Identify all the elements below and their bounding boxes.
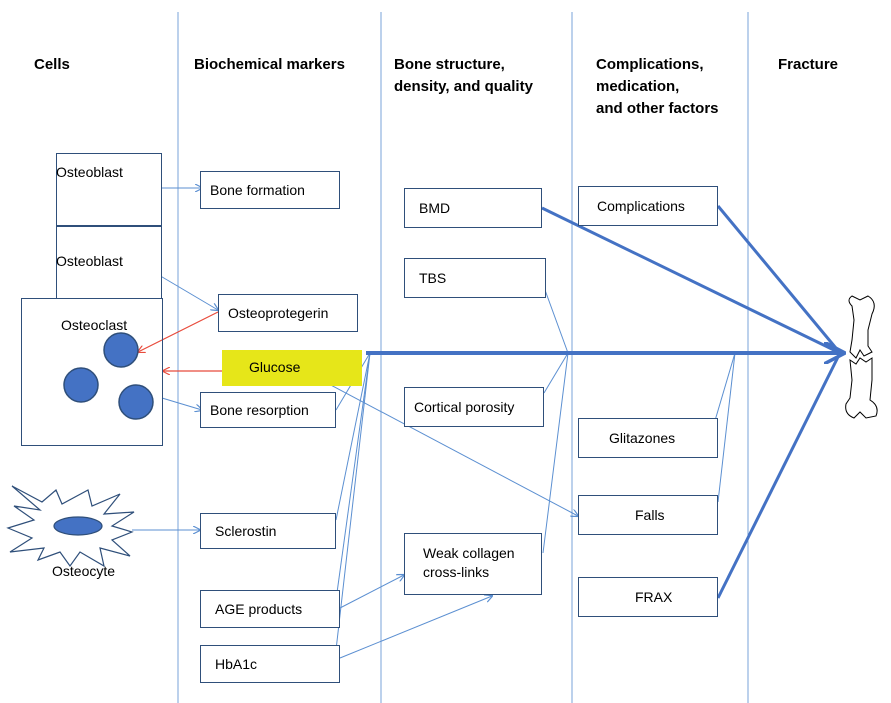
fractured-bone-icon: [845, 295, 878, 419]
falls-box: Falls: [578, 495, 718, 535]
frax-box: FRAX: [578, 577, 718, 617]
hba1c-box: HbA1c: [200, 645, 340, 683]
osteoclast-nuclei: [63, 332, 154, 420]
column-dividers: [177, 12, 749, 703]
frax-label: FRAX: [635, 589, 673, 605]
tbs-label: TBS: [419, 270, 447, 286]
nucleus-2: [63, 367, 99, 403]
osteoblast-label-2: Osteoblast: [56, 253, 123, 269]
header-complications: Complications, medication, and other fac…: [596, 56, 719, 117]
osteoclast-to-boneresorption: [161, 397, 202, 410]
hba1c-to-collagen: [339, 596, 492, 659]
collagen-to-main: [542, 352, 569, 554]
bone-resorption-label: Bone resorption: [210, 402, 309, 418]
weak-collagen-label: Weak collagen cross-links: [423, 545, 515, 580]
age-to-collagen: [339, 575, 404, 609]
osteocyte-nucleus: [53, 516, 103, 536]
osteoprotegerin-label: Osteoprotegerin: [228, 305, 329, 321]
bone-lower: [845, 357, 878, 419]
glucose-box: Glucose: [222, 350, 362, 386]
bmd-to-fracture: [541, 206, 841, 355]
cortical-to-main: [543, 352, 569, 394]
tbs-to-main: [544, 289, 569, 354]
glitazones-to-main: [713, 352, 736, 425]
glitazones-label: Glitazones: [609, 430, 676, 446]
sclerostin-label: Sclerostin: [215, 523, 277, 539]
hba1c-label: HbA1c: [215, 656, 258, 672]
age-products-box: AGE products: [200, 590, 340, 628]
header-biochemical-markers: Biochemical markers: [194, 56, 345, 73]
thick-connectors: [366, 205, 844, 599]
age-products-label: AGE products: [215, 601, 303, 617]
osteoclast-label: Osteoclast: [61, 317, 128, 333]
cortical-porosity-box: Cortical porosity: [404, 387, 544, 427]
weak-collagen-box: Weak collagen cross-links: [404, 533, 542, 595]
cortical-porosity-label: Cortical porosity: [414, 399, 515, 415]
age-to-main: [335, 352, 371, 601]
osteoprotegerin-inhibits-osteoclast: [138, 311, 219, 352]
bone-resorption-box: Bone resorption: [200, 392, 336, 428]
bmd-box: BMD: [404, 188, 542, 228]
complications-label: Complications: [597, 198, 685, 214]
bone-formation-label: Bone formation: [210, 182, 305, 198]
hba1c-to-main: [335, 352, 371, 651]
sclerostin-box: Sclerostin: [200, 513, 336, 549]
glitazones-box: Glitazones: [578, 418, 718, 458]
bone-upper: [848, 295, 875, 359]
osteoclast-box: Osteoclast: [21, 298, 163, 446]
tbs-box: TBS: [404, 258, 546, 298]
glucose-label: Glucose: [249, 359, 301, 375]
nucleus-3: [118, 384, 154, 420]
osteocyte-shape: [6, 485, 135, 568]
falls-label: Falls: [635, 507, 665, 523]
frax-to-fracture: [716, 352, 842, 599]
falls-to-main: [717, 352, 736, 503]
red-arrows: [138, 311, 222, 371]
complications-to-fracture: [716, 205, 842, 354]
osteoblast-label-1: Osteoblast: [56, 164, 123, 180]
nucleus-1: [103, 332, 139, 368]
bone-formation-box: Bone formation: [200, 171, 340, 209]
header-cells: Cells: [34, 56, 70, 73]
osteoblast-box-1: Osteoblast: [56, 153, 162, 226]
sclerostin-to-main: [335, 352, 371, 521]
header-fracture: Fracture: [778, 56, 839, 73]
complications-box: Complications: [578, 186, 718, 226]
osteoprotegerin-box: Osteoprotegerin: [218, 294, 358, 332]
osteoblast-box-2: Osteoblast: [56, 226, 162, 299]
header-bone-structure: Bone structure, density, and quality: [394, 56, 533, 95]
bmd-label: BMD: [419, 200, 451, 216]
glucose-to-falls: [309, 373, 578, 516]
osteocyte-label: Osteocyte: [52, 563, 116, 579]
